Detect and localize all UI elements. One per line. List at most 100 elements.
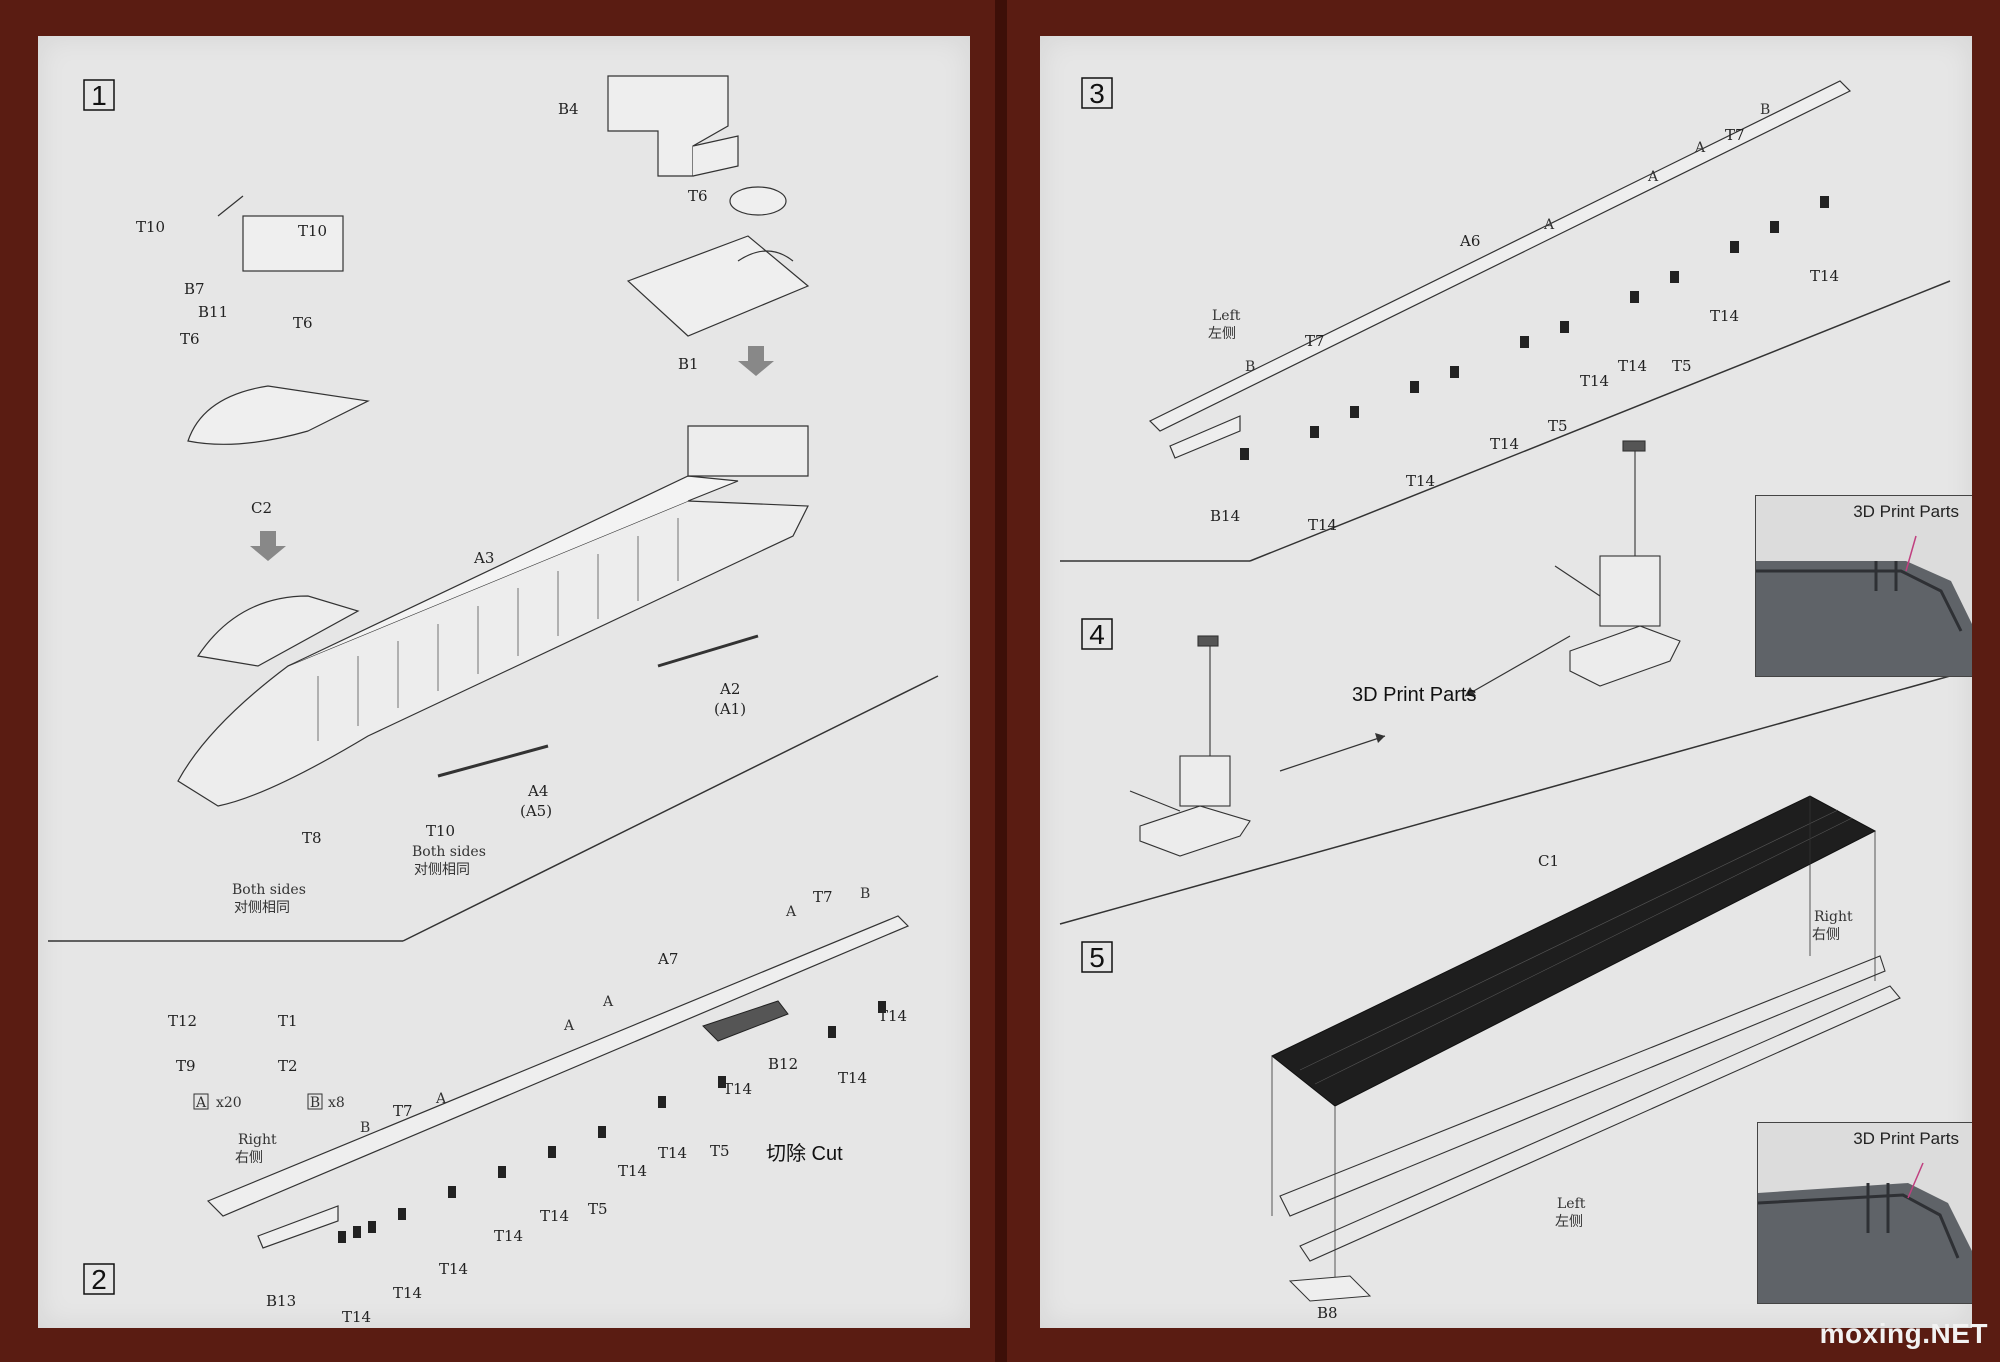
label-b13: B13: [266, 1292, 296, 1310]
label-t10-b: T10: [298, 222, 327, 240]
label-both-sides-2: Both sides: [232, 882, 306, 898]
label-t14-d: T14: [658, 1144, 687, 1162]
island-superstructure-large: [1554, 440, 1681, 687]
page-gutter: [995, 0, 1007, 1362]
a-box: [193, 1093, 209, 1110]
label-t9: T9: [176, 1057, 196, 1075]
step-3-number: 3: [1089, 78, 1105, 109]
label-c1: C1: [1538, 852, 1559, 870]
label-t10-a: T10: [136, 218, 165, 236]
label-t14-b: T14: [838, 1069, 867, 1087]
label-t5-a: T5: [710, 1142, 730, 1160]
down-arrow-2: [250, 531, 286, 561]
label-t14-g: T14: [494, 1227, 523, 1245]
label-t10-c: T10: [426, 822, 455, 840]
arrow-to-print-left: [1279, 735, 1386, 772]
label-t1: T1: [278, 1012, 298, 1030]
left-page-drawing: 1: [48, 75, 939, 1326]
island-superstructure-small: [1129, 635, 1251, 857]
step-5-box: [1081, 941, 1113, 973]
label-t7-a: T7: [1725, 126, 1745, 144]
label-t12: T12: [168, 1012, 197, 1030]
label-t8: T8: [302, 829, 322, 847]
label-left: Left: [1212, 308, 1241, 324]
label-t14-f: T14: [1710, 307, 1739, 325]
step-1-number: 1: [91, 80, 107, 111]
3d-print-inset-step4: 3D Print Parts: [1755, 495, 1972, 677]
label-t14-e: T14: [1618, 357, 1647, 375]
label-right: Right: [238, 1132, 277, 1148]
label-b1: B1: [678, 355, 699, 373]
label-b4: B4: [558, 100, 579, 118]
label-left-cn: 左侧: [1208, 326, 1236, 342]
label-b-a: B: [860, 886, 870, 902]
label-t14-j: T14: [342, 1308, 371, 1326]
label-t7-b: T7: [393, 1102, 413, 1120]
label-3d-print-parts: 3D Print Parts: [1352, 684, 1476, 706]
label-right-cn: 右侧: [235, 1150, 263, 1166]
bridge-part-b4: [607, 75, 739, 177]
strip-part-a2: [657, 634, 759, 668]
label-t6-top: T6: [688, 187, 708, 205]
3d-print-inset-step5: 3D Print Parts: [1757, 1122, 1972, 1304]
label-b-box: B: [310, 1095, 320, 1111]
label-t5-a: T5: [1548, 417, 1568, 435]
left-instruction-page: 1: [38, 36, 970, 1328]
label-t2: T2: [278, 1057, 298, 1075]
label-b11: B11: [198, 303, 228, 321]
label-left-cn: 左侧: [1555, 1214, 1583, 1230]
label-a-2: A: [1647, 169, 1659, 185]
step-4-number: 4: [1089, 619, 1105, 650]
strip-part-a4: [437, 744, 549, 778]
label-both-sides-cn-2: 对侧相同: [234, 900, 290, 916]
step-1-box: [83, 79, 115, 111]
label-b12: B12: [768, 1055, 798, 1073]
label-t14-e: T14: [618, 1162, 647, 1180]
label-b8: B8: [1317, 1304, 1338, 1322]
label-left: Left: [1557, 1196, 1586, 1212]
label-a-1: A: [1694, 140, 1706, 156]
label-t14-c: T14: [723, 1080, 752, 1098]
label-a2: A2: [719, 680, 740, 698]
label-both-sides-cn-1: 对侧相同: [414, 862, 470, 878]
label-right-cn: 右侧: [1812, 927, 1840, 943]
label-a7: A7: [657, 950, 678, 968]
label-both-sides-1: Both sides: [412, 844, 486, 860]
step-4-box: [1081, 618, 1113, 650]
label-t14-d: T14: [1580, 372, 1609, 390]
label-a-qty: x20: [216, 1095, 242, 1111]
t14-parts-left: [1240, 196, 1829, 460]
plate-part-b1: [626, 186, 810, 337]
label-b14: B14: [1210, 507, 1240, 525]
3d-print-photo-1: [1756, 535, 1972, 676]
label-a-1: A: [785, 904, 797, 920]
label-b-b: B: [360, 1120, 370, 1136]
label-a4: A4: [527, 782, 548, 800]
label-t5-b: T5: [588, 1200, 608, 1218]
label-b7: B7: [184, 280, 205, 298]
deck-plank-lines: [1299, 809, 1853, 1085]
label-cut: 切除 Cut: [766, 1142, 843, 1165]
label-right: Right: [1814, 909, 1853, 925]
label-t6-b: T6: [293, 314, 313, 332]
label-t14-a: T14: [878, 1007, 907, 1025]
label-b-b: B: [1245, 359, 1255, 375]
label-b-a: B: [1760, 102, 1770, 118]
hull-part-a3: [177, 425, 809, 807]
step-5-number: 5: [1089, 942, 1105, 973]
label-a-4: A: [435, 1091, 447, 1107]
label-a-box: A: [195, 1095, 207, 1111]
site-watermark: moxing.NET: [1819, 1318, 1988, 1349]
step-2-number: 2: [91, 1264, 107, 1295]
label-t7-b: T7: [1305, 332, 1325, 350]
label-a5: (A5): [520, 802, 552, 820]
inset-caption-step4: 3D Print Parts: [1853, 502, 1959, 521]
t14-parts-right: [338, 1001, 886, 1243]
down-arrow-1: [738, 346, 774, 376]
label-t14-b: T14: [1406, 472, 1435, 490]
label-a-2: A: [602, 994, 614, 1010]
side-sponson-part-a7: [206, 915, 910, 1249]
label-t14-i: T14: [393, 1284, 422, 1302]
inset-caption-step5: 3D Print Parts: [1853, 1129, 1959, 1148]
label-a-3: A: [563, 1018, 575, 1034]
